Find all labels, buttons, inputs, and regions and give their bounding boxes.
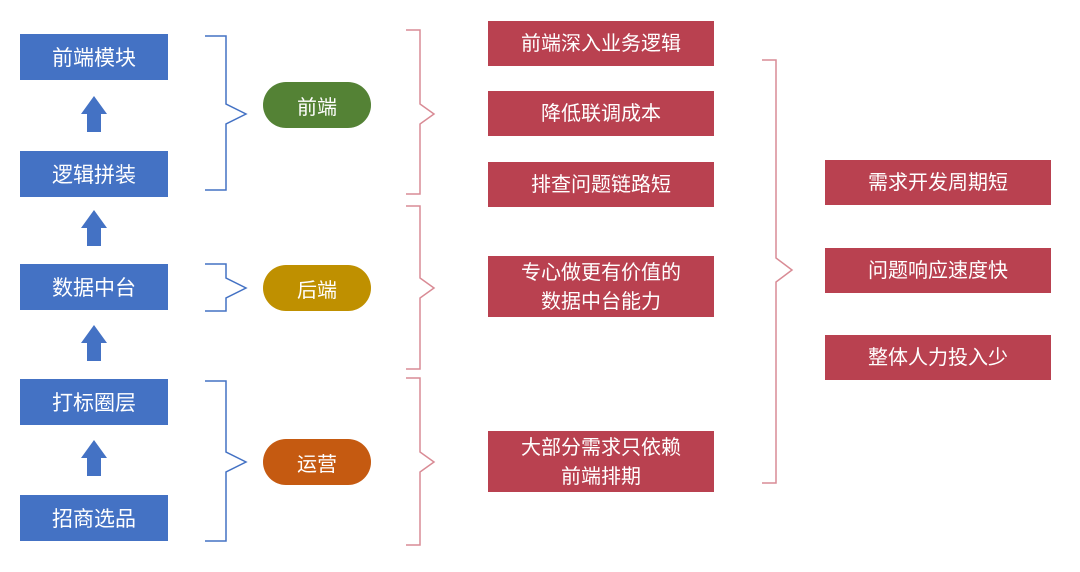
arrow-up-icon <box>81 96 107 132</box>
benefit-backend-focus: 专心做更有价值的 数据中台能力 <box>488 256 714 317</box>
brace-outcomes <box>762 59 794 484</box>
outcome-less-manpower: 整体人力投入少 <box>825 335 1051 380</box>
benefit-short-debug-chain: 排查问题链路短 <box>488 162 714 207</box>
brace-frontend <box>205 35 248 191</box>
outcome-label: 需求开发周期短 <box>868 170 1008 194</box>
benefit-label-line2: 前端排期 <box>561 463 641 488</box>
benefit-label-line1: 大部分需求只依赖 <box>521 434 681 459</box>
layer-merch-selection: 招商选品 <box>20 495 168 541</box>
role-frontend-pill: 前端 <box>263 82 371 128</box>
layer-label: 数据中台 <box>52 276 136 300</box>
layer-label: 前端模块 <box>52 46 136 70</box>
benefit-frontend-business-logic: 前端深入业务逻辑 <box>488 21 714 66</box>
brace-backend-benefits <box>406 205 436 370</box>
arrow-up-icon <box>81 210 107 246</box>
outcome-short-dev-cycle: 需求开发周期短 <box>825 160 1051 205</box>
layer-label: 招商选品 <box>52 507 136 531</box>
brace-backend <box>205 263 248 312</box>
role-backend-pill: 后端 <box>263 265 371 311</box>
role-label: 前端 <box>297 94 337 119</box>
layer-tag-segment: 打标圈层 <box>20 379 168 425</box>
outcome-fast-response: 问题响应速度快 <box>825 248 1051 293</box>
brace-frontend-benefits <box>406 29 436 195</box>
outcome-label: 整体人力投入少 <box>868 345 1008 369</box>
layer-data-platform: 数据中台 <box>20 264 168 310</box>
benefit-label-line2: 数据中台能力 <box>541 288 661 313</box>
arrow-up-icon <box>81 325 107 361</box>
layer-logic-assembly: 逻辑拼装 <box>20 151 168 197</box>
benefit-ops-depend-frontend: 大部分需求只依赖 前端排期 <box>488 431 714 492</box>
layer-frontend-module: 前端模块 <box>20 34 168 80</box>
benefit-label: 降低联调成本 <box>541 101 661 125</box>
benefit-label: 排查问题链路短 <box>531 172 671 196</box>
brace-operations-benefits <box>406 377 436 546</box>
benefit-lower-integration-cost: 降低联调成本 <box>488 91 714 136</box>
role-label: 运营 <box>297 451 337 476</box>
brace-operations <box>205 380 248 542</box>
role-operations-pill: 运营 <box>263 439 371 485</box>
layer-label: 逻辑拼装 <box>52 163 136 187</box>
benefit-label: 前端深入业务逻辑 <box>521 31 681 55</box>
benefit-label-line1: 专心做更有价值的 <box>521 259 681 284</box>
layer-label: 打标圈层 <box>52 391 136 415</box>
outcome-label: 问题响应速度快 <box>868 258 1008 282</box>
role-label: 后端 <box>297 277 337 302</box>
arrow-up-icon <box>81 440 107 476</box>
